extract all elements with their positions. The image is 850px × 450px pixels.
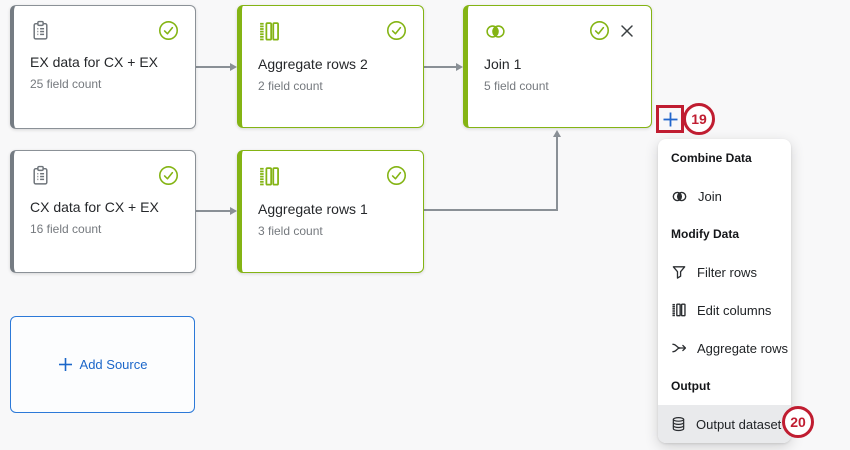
check-circle-icon [386,165,407,186]
clipboard-icon [30,20,51,41]
menu-item-edit-columns[interactable]: Edit columns [658,291,791,329]
join-icon [484,20,507,43]
menu-header-output: Output [671,379,711,393]
filter-icon [671,264,687,280]
close-icon[interactable] [619,23,635,39]
node-title: Join 1 [484,56,522,72]
connector-agg1-vertical [556,137,558,211]
menu-header-combine-data: Combine Data [671,151,752,165]
check-circle-icon [158,165,179,186]
menu-header-modify-data: Modify Data [671,227,740,241]
node-title: EX data for CX + EX [30,54,159,70]
node-field-count: 25 field count [30,77,102,91]
node-field-count: 16 field count [30,222,102,236]
join-icon [671,188,688,205]
node-title: Aggregate rows 1 [258,201,368,217]
node-field-count: 5 field count [484,79,549,93]
arrowhead-icon [456,63,463,71]
badge-number: 19 [691,111,707,127]
menu-item-join[interactable]: Join [658,177,791,215]
node-title: Aggregate rows 2 [258,56,368,72]
node-cx-source[interactable]: CX data for CX + EX 16 field count [10,150,196,273]
annotation-badge-19: 19 [683,103,715,135]
node-field-count: 3 field count [258,224,323,238]
check-circle-icon [386,20,407,41]
arrowhead-icon [230,207,237,215]
connector-ex-to-agg2 [196,66,231,68]
database-icon [671,416,686,432]
menu-item-aggregate-rows[interactable]: Aggregate rows [658,329,791,367]
check-circle-icon [158,20,179,41]
edit-columns-icon [671,302,687,318]
plus-icon [58,357,73,372]
menu-item-output-dataset[interactable]: Output dataset [658,405,791,443]
arrowhead-icon [230,63,237,71]
node-aggregate-rows-1[interactable]: Aggregate rows 1 3 field count [237,150,424,273]
clipboard-icon [30,165,51,186]
edit-columns-icon [258,165,281,188]
annotation-badge-20: 20 [782,406,814,438]
connector-agg1-horizontal [424,209,558,211]
aggregate-rows-icon [671,340,687,356]
connector-cx-to-agg1 [196,210,231,212]
node-title: CX data for CX + EX [30,199,159,215]
check-circle-icon [589,20,610,41]
node-aggregate-rows-2[interactable]: Aggregate rows 2 2 field count [237,5,424,128]
menu-item-filter-rows[interactable]: Filter rows [658,253,791,291]
node-field-count: 2 field count [258,79,323,93]
add-source-label: Add Source [79,357,148,372]
badge-number: 20 [790,414,806,430]
add-step-menu: Combine Data Join Modify Data Filter row… [658,139,791,443]
node-join-1[interactable]: Join 1 5 field count [463,5,652,128]
arrowhead-icon [553,130,561,137]
plus-icon [662,111,679,128]
add-step-button[interactable] [656,105,684,133]
connector-agg2-to-join [424,66,457,68]
node-ex-source[interactable]: EX data for CX + EX 25 field count [10,5,196,129]
edit-columns-icon [258,20,281,43]
add-source-button[interactable]: Add Source [10,316,195,413]
